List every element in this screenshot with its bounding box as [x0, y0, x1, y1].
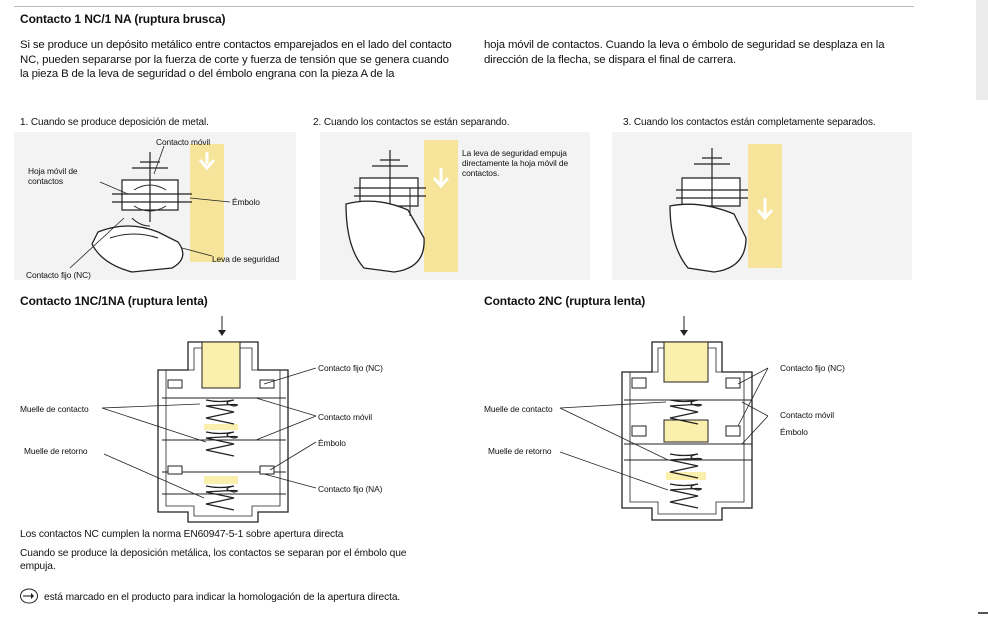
- label-lenta2-movil: Contacto móvil: [780, 410, 834, 420]
- paragraph-right: hoja móvil de contactos. Cuando la leva …: [484, 39, 885, 66]
- step-2-diagram: [345, 140, 458, 273]
- section-title-lenta-2nc: Contacto 2NC (ruptura lenta): [484, 294, 646, 308]
- direct-opening-mark-icon: [20, 588, 38, 604]
- step-1-caption: 1. Cuando se produce deposición de metal…: [20, 117, 209, 128]
- label-lenta1-embolo: Émbolo: [318, 438, 346, 448]
- label-lenta1-fijo-nc: Contacto fijo (NC): [318, 363, 383, 373]
- label-leva-empuja: La leva de seguridad empuja directamente…: [462, 148, 569, 178]
- label-lenta1-muelle-retorno: Muelle de retorno: [24, 446, 88, 456]
- note-marcado: está marcado en el producto para indicar…: [44, 592, 401, 603]
- side-tab: [976, 0, 988, 100]
- label-hoja-movil: Hoja móvil de contactos: [28, 166, 78, 186]
- label-leva-seguridad: Leva de seguridad: [212, 254, 280, 264]
- note-norma: Los contactos NC cumplen la norma EN6094…: [20, 529, 344, 540]
- paragraph-left: Si se produce un depósito metálico entre…: [20, 39, 452, 81]
- section-title-lenta-1nc1na: Contacto 1NC/1NA (ruptura lenta): [20, 294, 208, 308]
- step-3-caption: 3. Cuando los contactos están completame…: [623, 117, 876, 128]
- step-2-caption: 2. Cuando los contactos se están separan…: [313, 117, 510, 128]
- label-lenta2-embolo: Émbolo: [780, 427, 808, 437]
- step-1-diagram: [69, 144, 231, 273]
- lenta-2nc-diagram: [559, 316, 769, 521]
- label-embolo: Émbolo: [232, 197, 260, 207]
- page-corner-mark: [978, 612, 988, 614]
- label-contacto-fijo-nc: Contacto fijo (NC): [26, 270, 91, 280]
- label-contacto-movil: Contacto móvil: [156, 137, 210, 147]
- label-lenta1-fijo-na: Contacto fijo (NA): [318, 484, 383, 494]
- label-lenta2-fijo-nc: Contacto fijo (NC): [780, 363, 845, 373]
- header-rule: [14, 6, 914, 7]
- label-lenta2-muelle-retorno: Muelle de retorno: [488, 446, 552, 456]
- label-lenta1-muelle-contacto: Muelle de contacto: [20, 404, 89, 414]
- note-deposicion: Cuando se produce la deposición metálica…: [20, 548, 407, 572]
- label-lenta1-movil: Contacto móvil: [318, 412, 372, 422]
- label-lenta2-muelle-contacto: Muelle de contacto: [484, 404, 553, 414]
- section-title-brusca: Contacto 1 NC/1 NA (ruptura brusca): [20, 12, 226, 26]
- lenta-1nc1na-diagram: [101, 316, 317, 523]
- step-3-diagram: [669, 144, 782, 273]
